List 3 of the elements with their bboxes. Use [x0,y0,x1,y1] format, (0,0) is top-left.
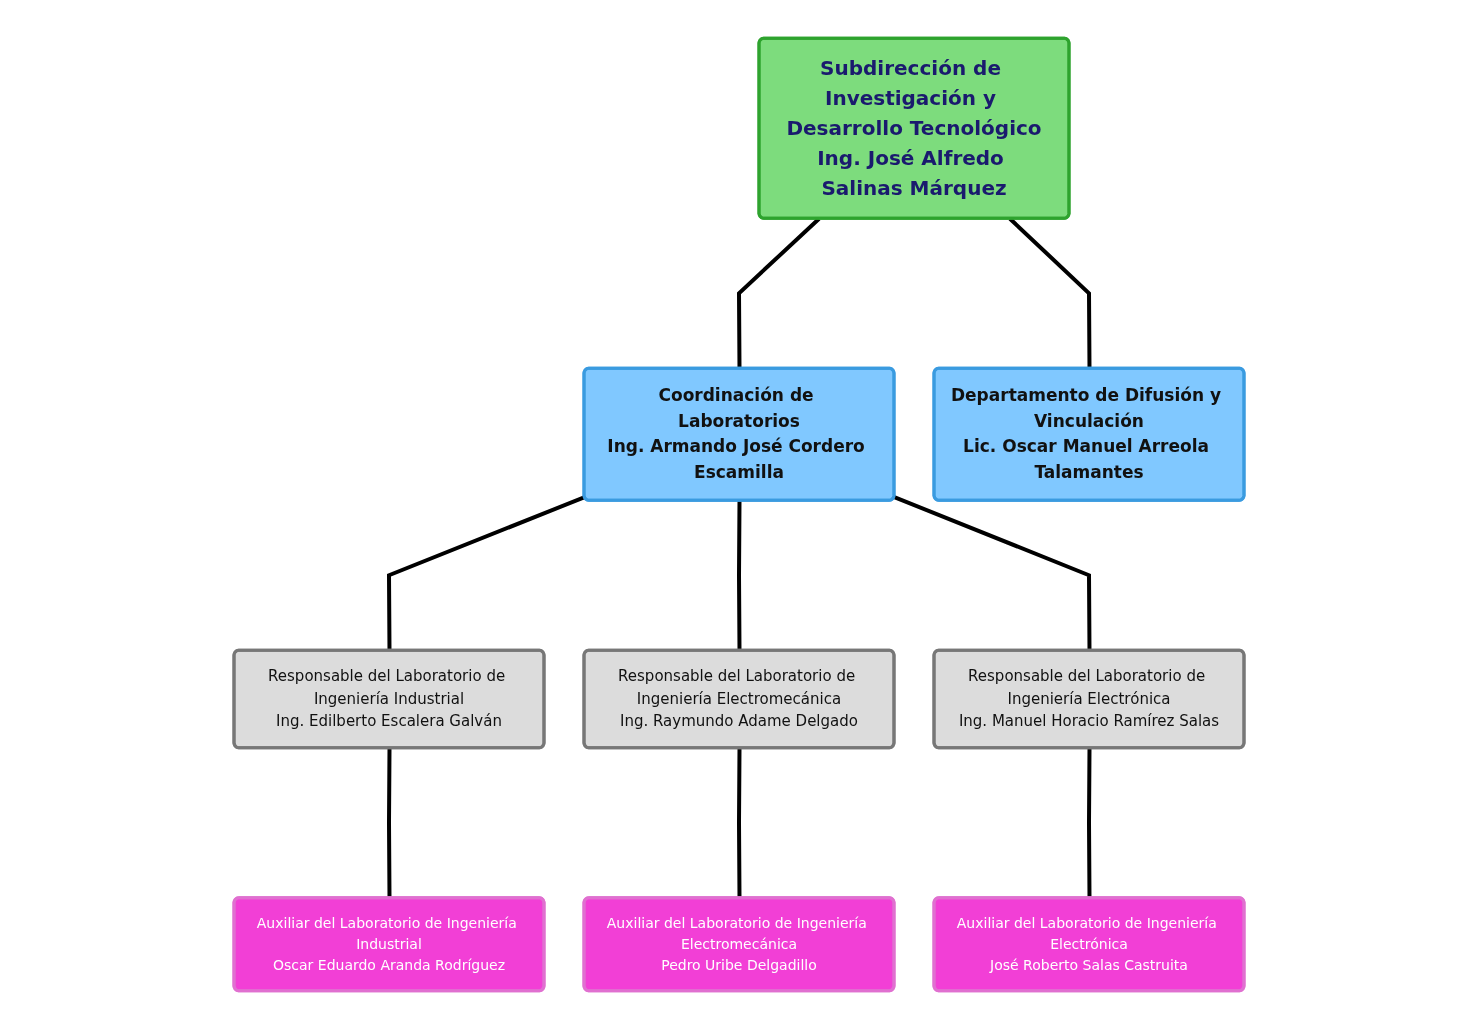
connector [387,495,586,651]
connector [893,495,1092,651]
connector [737,500,742,651]
